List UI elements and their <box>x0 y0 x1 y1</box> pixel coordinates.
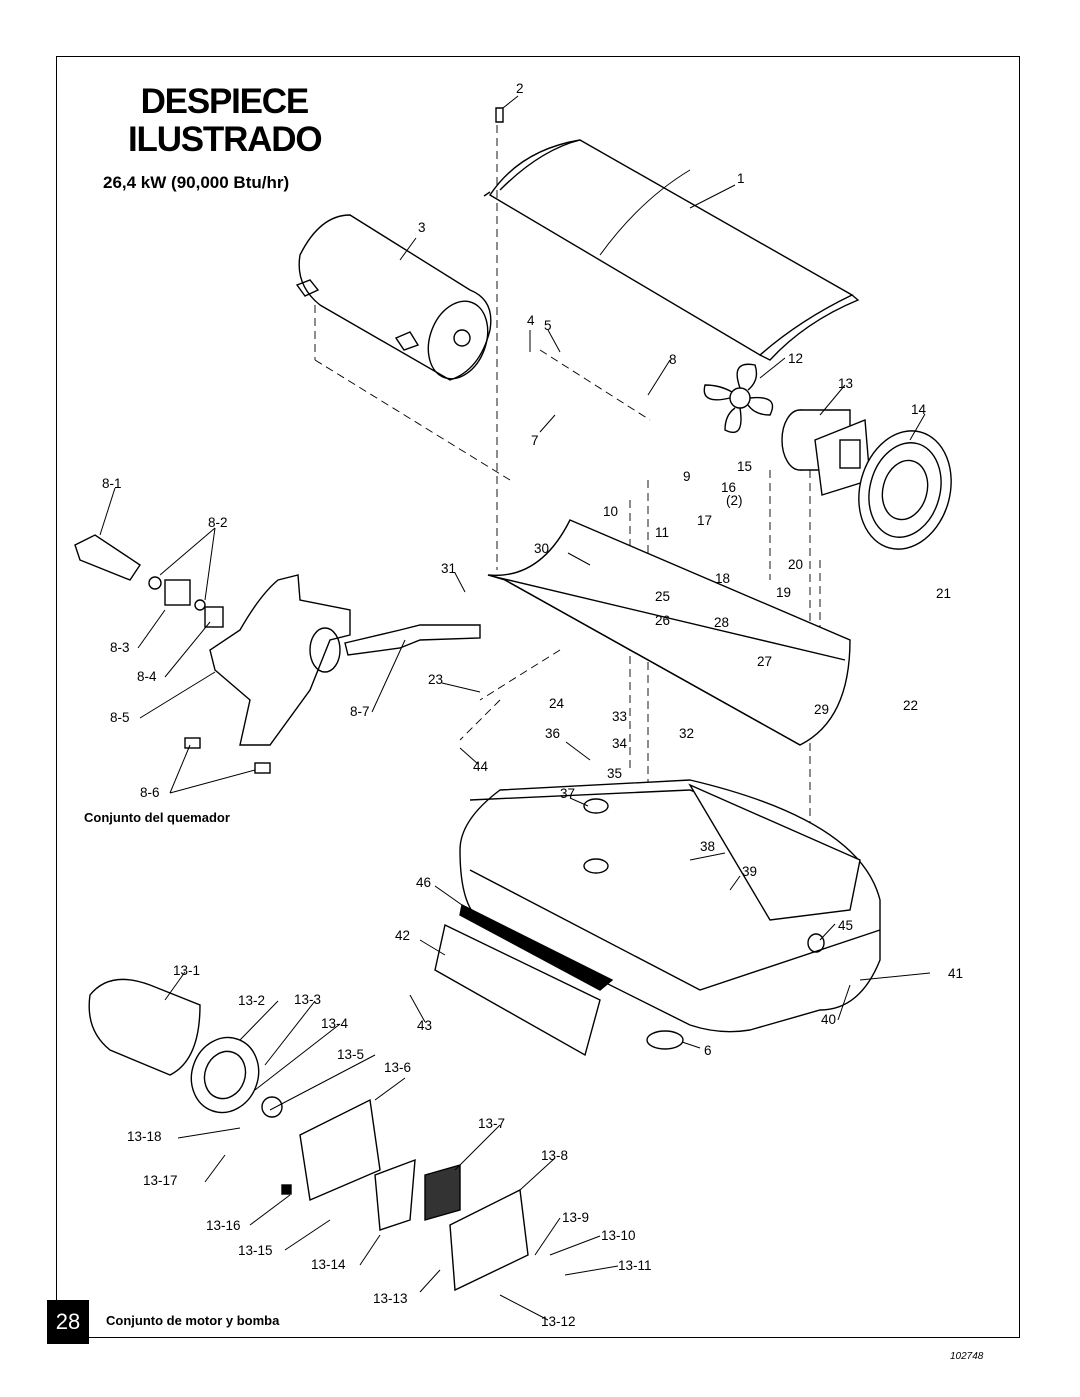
callout-16: 16 <box>721 480 736 495</box>
callout-15: 15 <box>737 459 752 474</box>
model-rating: 26,4 kW (90,000 Btu/hr) <box>103 173 290 192</box>
callout-13-3: 13-3 <box>294 992 321 1007</box>
callout-33: 33 <box>612 709 627 724</box>
callout-8-3: 8-3 <box>110 640 130 655</box>
callout-13-15: 13-15 <box>238 1243 273 1258</box>
callout-14: 14 <box>911 402 927 417</box>
callout-21: 21 <box>936 586 951 601</box>
callout-13-13: 13-13 <box>373 1291 408 1306</box>
lower-shell-part <box>487 519 851 746</box>
burner-assembly-caption: Conjunto del quemador <box>84 810 230 825</box>
callout-5: 5 <box>544 318 552 333</box>
callout-7: 7 <box>531 433 539 448</box>
callout-13-1: 13-1 <box>173 963 200 978</box>
callout-32: 32 <box>679 726 694 741</box>
callout-30: 30 <box>534 541 549 556</box>
callout-13-9: 13-9 <box>562 1210 589 1225</box>
callout-qty-2qty-: (2) <box>726 493 743 508</box>
callout-13-4: 13-4 <box>321 1016 349 1031</box>
callout-24: 24 <box>549 696 565 711</box>
callout-39: 39 <box>742 864 757 879</box>
callout-34: 34 <box>612 736 628 751</box>
callout-18: 18 <box>715 571 730 586</box>
callout-43: 43 <box>417 1018 432 1033</box>
callout-36: 36 <box>545 726 560 741</box>
callout-29: 29 <box>814 702 829 717</box>
callout-20: 20 <box>788 557 803 572</box>
page-title-line1: DESPIECE <box>140 82 310 121</box>
callout-8-6: 8-6 <box>140 785 160 800</box>
callout-17: 17 <box>697 513 712 528</box>
callout-8-5: 8-5 <box>110 710 130 725</box>
callout-28: 28 <box>714 615 729 630</box>
fuel-cap-part <box>646 1030 684 1050</box>
callout-13-16: 13-16 <box>206 1218 241 1233</box>
callout-45: 45 <box>838 918 853 933</box>
panel-strip-part <box>459 903 614 991</box>
callout-13-11: 13-11 <box>618 1258 652 1273</box>
callout-13-7: 13-7 <box>478 1116 505 1131</box>
callout-25: 25 <box>655 589 670 604</box>
callout-8-4: 8-4 <box>137 669 157 684</box>
callout-44: 44 <box>473 759 489 774</box>
access-panel-part <box>434 923 601 1057</box>
callout-13-14: 13-14 <box>311 1257 346 1272</box>
callout-13-2: 13-2 <box>238 993 265 1008</box>
fan-guard-part <box>858 430 952 550</box>
callout-13-10: 13-10 <box>601 1228 636 1243</box>
callout-41: 41 <box>948 966 963 981</box>
callout-46: 46 <box>416 875 431 890</box>
callout-2: 2 <box>516 81 524 96</box>
callout-8-7: 8-7 <box>350 704 370 719</box>
fan-blade-part <box>703 363 774 434</box>
callout-8: 8 <box>669 352 677 367</box>
callout-27: 27 <box>757 654 772 669</box>
drawing-reference-number: 102748 <box>950 1351 984 1362</box>
callout-35: 35 <box>607 766 622 781</box>
callout-9: 9 <box>683 469 691 484</box>
callout-23: 23 <box>428 672 443 687</box>
callout-3: 3 <box>418 220 426 235</box>
callout-13-18: 13-18 <box>127 1129 162 1144</box>
callout-13-8: 13-8 <box>541 1148 568 1163</box>
callout-31: 31 <box>441 561 456 576</box>
page-frame <box>56 56 1020 1338</box>
callout-26: 26 <box>655 613 670 628</box>
callout-13-5: 13-5 <box>337 1047 364 1062</box>
motor-pump-assembly-part <box>88 978 529 1292</box>
motor-part <box>781 409 871 496</box>
callout-6: 6 <box>704 1043 712 1058</box>
callout-13-12: 13-12 <box>541 1314 576 1329</box>
callout-10: 10 <box>603 504 618 519</box>
upper-shell-part <box>483 139 860 361</box>
rear-guard-part <box>295 214 492 381</box>
motor-pump-assembly-caption: Conjunto de motor y bomba <box>106 1313 280 1328</box>
callout-13: 13 <box>838 376 853 391</box>
callout-19: 19 <box>776 585 791 600</box>
callout-12: 12 <box>788 351 803 366</box>
callout-1: 1 <box>737 171 745 186</box>
callout-13-6: 13-6 <box>384 1060 411 1075</box>
callout-8-2: 8-2 <box>208 515 228 530</box>
page-title-line2: ILUSTRADO <box>128 120 323 159</box>
page-number: 28 <box>47 1300 89 1344</box>
callout-11: 11 <box>655 525 669 540</box>
callout-22: 22 <box>903 698 918 713</box>
callout-13-17: 13-17 <box>143 1173 178 1188</box>
callout-37: 37 <box>560 786 575 801</box>
callout-8-1: 8-1 <box>102 476 122 491</box>
callout-4: 4 <box>527 313 535 328</box>
callout-42: 42 <box>395 928 410 943</box>
burner-assembly-part <box>74 534 481 774</box>
callout-38: 38 <box>700 839 715 854</box>
callout-40: 40 <box>821 1012 836 1027</box>
